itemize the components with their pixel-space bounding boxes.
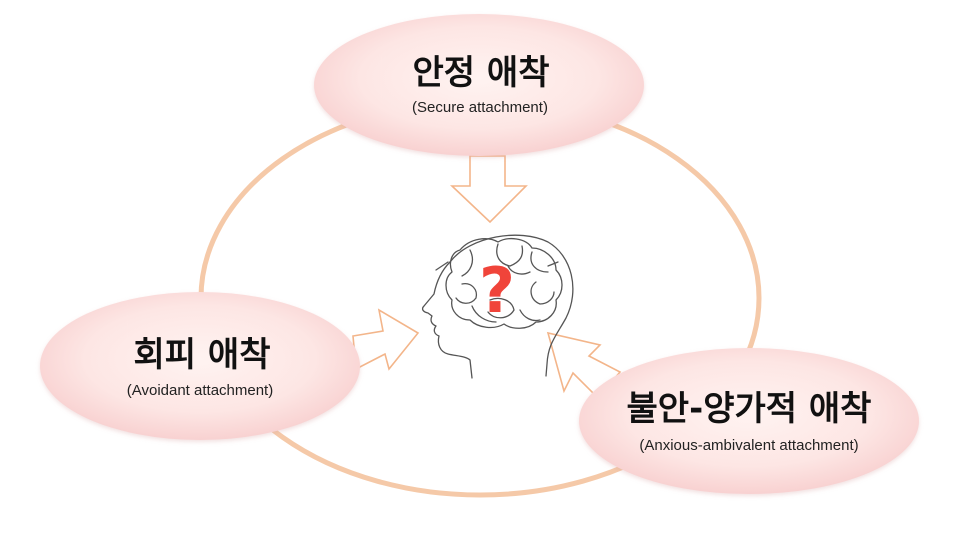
node-secure: 안정 애착 (Secure attachment): [314, 14, 644, 156]
arrow-right-from-avoidant: [352, 308, 420, 371]
question-mark: ?: [479, 254, 515, 327]
node-avoidant-bubble: [40, 292, 360, 440]
node-secure-subtitle: (Secure attachment): [412, 99, 548, 116]
node-anxious-title: 불안-양가적 애착: [627, 389, 872, 429]
arrow-down-from-secure: [449, 155, 528, 224]
node-anxious-bubble: [579, 348, 919, 494]
node-avoidant-title: 회피 애착: [134, 335, 271, 375]
node-avoidant-subtitle: (Avoidant attachment): [127, 382, 273, 399]
node-anxious: 불안-양가적 애착 (Anxious-ambivalent attachment…: [579, 348, 919, 494]
node-avoidant: 회피 애착 (Avoidant attachment): [40, 292, 360, 440]
node-secure-title: 안정 애착: [413, 53, 550, 93]
node-anxious-subtitle: (Anxious-ambivalent attachment): [639, 437, 858, 454]
brain-head-question-icon: [421, 234, 574, 379]
node-secure-bubble: [314, 14, 644, 156]
